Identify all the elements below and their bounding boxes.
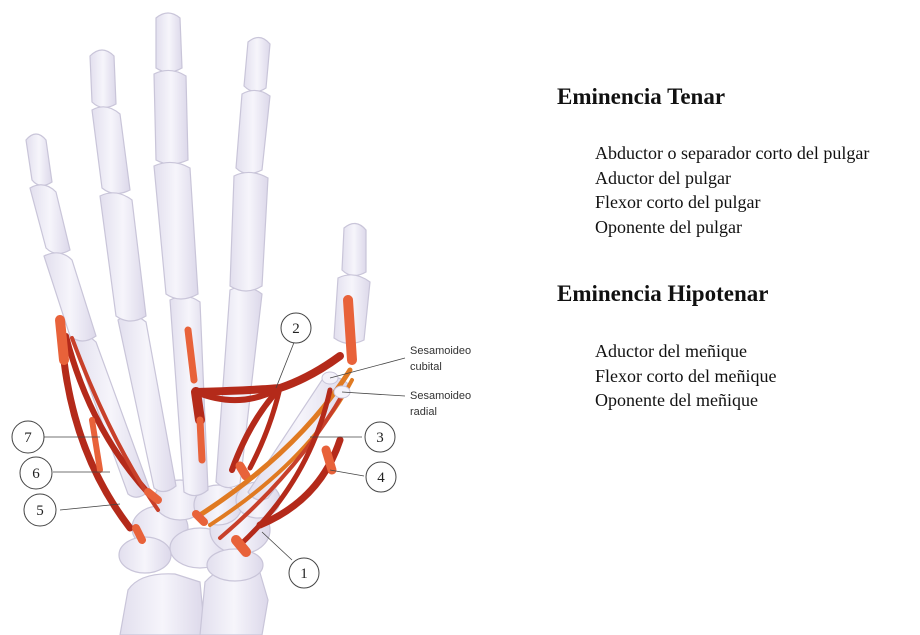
callout-1-label: 1: [300, 566, 308, 582]
list-item: Oponente del pulgar: [595, 215, 869, 240]
list-item: Aductor del pulgar: [595, 166, 869, 191]
middle-finger-bones: [154, 13, 198, 299]
thenar-muscle-list: Abductor o separador corto del pulgar Ad…: [595, 141, 869, 239]
list-item: Abductor o separador corto del pulgar: [595, 141, 869, 166]
callout-3: 3: [365, 422, 395, 452]
sesamoid-radial-label-line1: Sesamoideo: [410, 390, 471, 402]
list-item: Aductor del meñique: [595, 339, 776, 364]
callout-5: 5: [24, 494, 56, 526]
callout-6: 6: [20, 457, 52, 489]
callout-2: 2: [281, 313, 311, 343]
callout-7: 7: [12, 421, 44, 453]
hypothenar-heading: Eminencia Hipotenar: [557, 281, 768, 307]
sesamoid-ulnar-label-line1: Sesamoideo: [410, 345, 471, 357]
callout-4-label: 4: [377, 470, 385, 486]
callout-6-label: 6: [32, 466, 40, 482]
callout-4: 4: [366, 462, 396, 492]
thenar-heading: Eminencia Tenar: [557, 84, 725, 110]
list-item: Flexor corto del meñique: [595, 364, 776, 389]
sesamoid-ulnar-label-line2: cubital: [410, 361, 442, 373]
hand-muscles-illustration: 1 2 3 4 5 6 7 Sesamoideo cubital Sesamoi…: [0, 0, 540, 635]
ring-finger-bones: [90, 50, 146, 321]
little-finger-bones: [26, 134, 96, 341]
callout-2-label: 2: [292, 321, 300, 337]
callout-3-label: 3: [376, 430, 384, 446]
index-finger-bones: [230, 37, 270, 291]
callout-7-label: 7: [24, 430, 32, 446]
list-item: Oponente del meñique: [595, 388, 776, 413]
sesamoid-radial-label-line2: radial: [410, 406, 437, 418]
list-item: Flexor corto del pulgar: [595, 190, 869, 215]
callout-5-label: 5: [36, 503, 44, 519]
callout-1: 1: [289, 558, 319, 588]
hypothenar-muscle-list: Aductor del meñique Flexor corto del meñ…: [595, 339, 776, 413]
